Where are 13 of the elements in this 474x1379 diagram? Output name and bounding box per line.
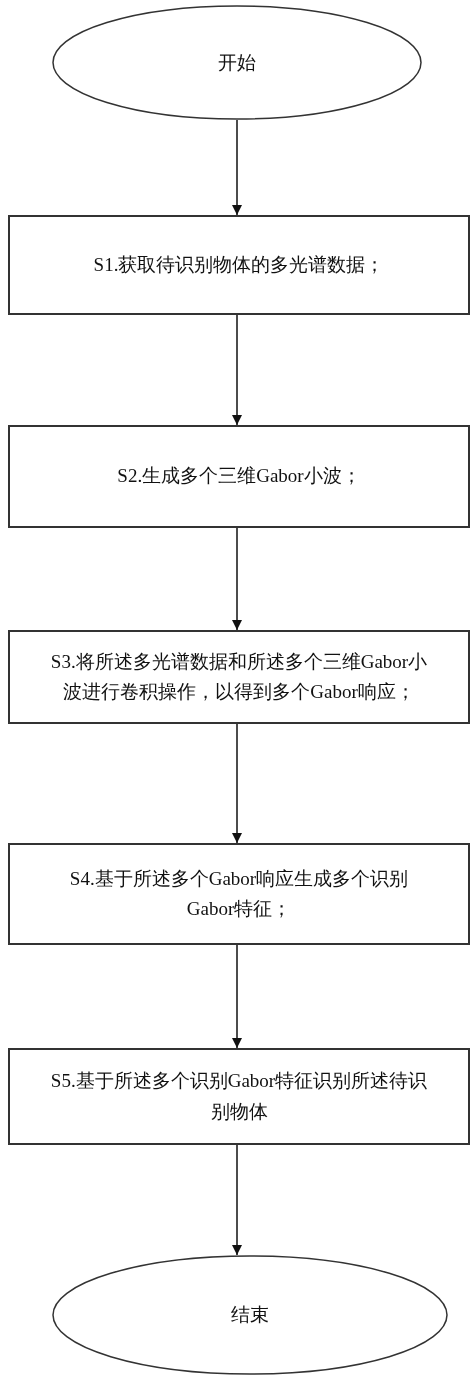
process-box: S3.将所述多光谱数据和所述多个三维Gabor小波进行卷积操作，以得到多个Gabor响应； bbox=[8, 630, 470, 724]
arrow bbox=[232, 944, 242, 1049]
process-box: S2.生成多个三维Gabor小波； bbox=[8, 425, 470, 528]
process-box: S4.基于所述多个Gabor响应生成多个识别Gabor特征； bbox=[8, 843, 470, 945]
terminal-label: 结束 bbox=[231, 1303, 269, 1327]
process-box: S5.基于所述多个识别Gabor特征识别所述待识别物体 bbox=[8, 1048, 470, 1145]
arrow bbox=[232, 314, 242, 426]
arrow bbox=[232, 527, 242, 631]
process-box: S1.获取待识别物体的多光谱数据； bbox=[8, 215, 470, 315]
arrow bbox=[232, 119, 242, 216]
arrow bbox=[232, 1144, 242, 1256]
terminal-label: 开始 bbox=[218, 50, 256, 75]
arrow bbox=[232, 723, 242, 844]
